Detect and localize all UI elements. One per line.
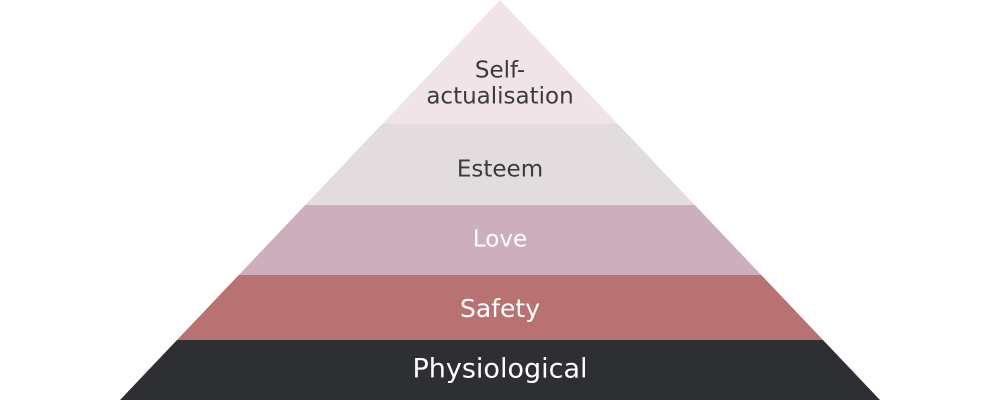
tier-label-4-line-1: Safety xyxy=(460,294,540,323)
pyramid-tier-5 xyxy=(120,340,880,400)
pyramid-tier-4 xyxy=(177,275,823,340)
pyramid-tier-3 xyxy=(238,205,762,275)
tier-label-2-line-1: Esteem xyxy=(457,157,543,183)
pyramid-tier-2 xyxy=(305,124,695,205)
pyramid-tiers: Self-actualisationEsteemLoveSafetyPhysio… xyxy=(120,0,880,400)
tier-label-3-line-1: Love xyxy=(473,227,527,253)
tier-label-1-line-2: actualisation xyxy=(426,84,573,110)
pyramid-tier-1 xyxy=(382,0,618,124)
tier-label-1-line-1: Self- xyxy=(475,58,525,84)
tier-label-5-line-1: Physiological xyxy=(412,354,587,385)
